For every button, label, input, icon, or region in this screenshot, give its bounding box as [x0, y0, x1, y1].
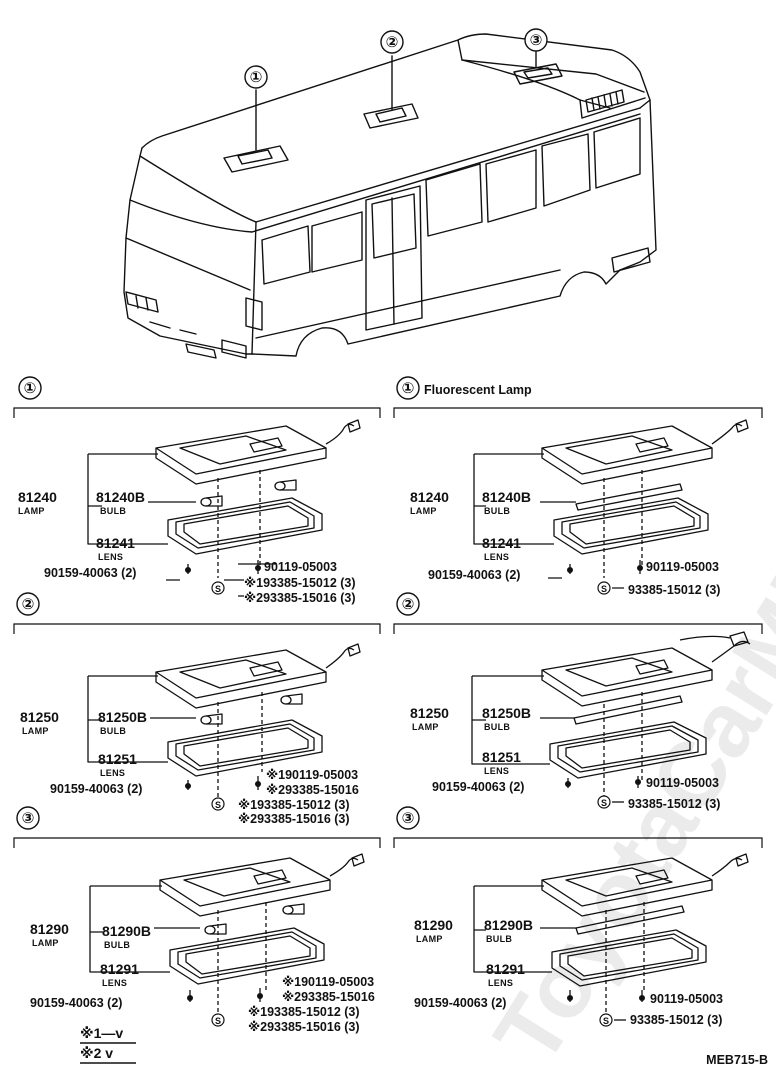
bulb-label: BULB [100, 506, 126, 516]
svg-text:③: ③ [530, 32, 543, 49]
lamp-label: LAMP [416, 934, 443, 944]
panel-number: ② [402, 596, 415, 613]
lamp-number: 81290 [30, 921, 69, 937]
bulb-number: 81240B [96, 489, 145, 505]
svg-text:S: S [601, 798, 607, 808]
lamp-label: LAMP [32, 938, 59, 948]
legend-line-2: ※2 v [80, 1045, 113, 1061]
panel-lamp-3-fluorescent: ③ S 81290 LAMP 81290B BULB 81291 LENS 90… [393, 806, 763, 1027]
part-number-4: ※293385-15016 (3) [248, 1020, 360, 1034]
bulb-number: 81250B [98, 709, 147, 725]
part-number-2: 93385-15012 (3) [628, 797, 720, 811]
panel-title: Fluorescent Lamp [424, 383, 532, 397]
panel-number: ③ [22, 810, 35, 827]
bulb-label: BULB [484, 722, 510, 732]
part-number-1: 90119-05003 [650, 992, 723, 1006]
svg-text:S: S [215, 1016, 221, 1026]
lens-number: 81291 [100, 961, 139, 977]
screw-number: 90159-40063 (2) [44, 566, 136, 580]
svg-text:②: ② [386, 34, 399, 51]
lamp-number: 81240 [410, 489, 449, 505]
part-number-2: ※193385-15012 (3) [244, 576, 356, 590]
lens-number: 81241 [482, 535, 521, 551]
part-number-3: ※193385-15012 (3) [238, 798, 350, 812]
bulb-label: BULB [484, 506, 510, 516]
panel-number: ② [22, 596, 35, 613]
part-number-3: ※193385-15012 (3) [248, 1005, 360, 1019]
bulb-number: 81240B [482, 489, 531, 505]
lamp-label: LAMP [18, 506, 45, 516]
lamp-number: 81250 [410, 705, 449, 721]
lens-label: LENS [484, 552, 509, 562]
panel-number: ① [24, 380, 37, 397]
bulb-number: 81290B [484, 917, 533, 933]
panel-lamp-3: ③ S 81290 LAMP 81290B BULB 81291 LENS 90… [13, 806, 381, 1034]
lamp-number: 81290 [414, 917, 453, 933]
screw-number: 90159-40063 (2) [432, 780, 524, 794]
lens-label: LENS [102, 978, 127, 988]
part-number-1: 90119-05003 [646, 560, 719, 574]
svg-text:①: ① [250, 69, 263, 86]
lens-number: 81291 [486, 961, 525, 977]
lens-label: LENS [484, 766, 509, 776]
part-number-2: ※293385-15016 [282, 990, 375, 1004]
bus-illustration [123, 33, 657, 359]
part-number-2: ※293385-15016 [266, 783, 359, 797]
bus-callout-1: ① [244, 65, 268, 89]
screw-number: 90159-40063 (2) [50, 782, 142, 796]
part-number-2: 93385-15012 (3) [628, 583, 720, 597]
lens-label: LENS [488, 978, 513, 988]
part-number-1: ※190119-05003 [266, 768, 358, 782]
lamp-label: LAMP [412, 722, 439, 732]
legend-line-1: ※1―v [80, 1025, 123, 1041]
bulb-number: 81290B [102, 923, 151, 939]
lens-number: 81251 [98, 751, 137, 767]
lamp-number: 81250 [20, 709, 59, 725]
part-number-1: ※190119-05003 [282, 975, 374, 989]
bulb-label: BULB [104, 940, 130, 950]
screw-number: 90159-40063 (2) [414, 996, 506, 1010]
svg-text:S: S [601, 584, 607, 594]
svg-text:S: S [603, 1016, 609, 1026]
lens-number: 81251 [482, 749, 521, 765]
bus-callout-2: ② [380, 30, 404, 54]
lens-label: LENS [98, 552, 123, 562]
panel-lamp-2-fluorescent: ② S 81250 LAMP 81250B BULB 81251 LENS 90… [393, 592, 763, 811]
panel-number: ③ [402, 810, 415, 827]
lens-label: LENS [100, 768, 125, 778]
panel-lamp-1: ① S 81240 LAMP 81240B BULB 81241 LENS 90… [13, 376, 381, 605]
lamp-label: LAMP [22, 726, 49, 736]
lens-number: 81241 [96, 535, 135, 551]
part-number-3: ※293385-15016 (3) [244, 591, 356, 605]
panel-lamp-2: ② S 81250 LAMP 81250B BULB 81251 LENS 90… [13, 592, 381, 826]
lamp-number: 81240 [18, 489, 57, 505]
bulb-number: 81250B [482, 705, 531, 721]
part-number-1: 90119-05003 [646, 776, 719, 790]
bus-callout-3: ③ [524, 28, 548, 52]
svg-text:S: S [215, 584, 221, 594]
part-number-4: ※293385-15016 (3) [238, 812, 350, 826]
panel-number: ① [402, 380, 415, 397]
svg-text:S: S [215, 800, 221, 810]
part-number-2: 93385-15012 (3) [630, 1013, 722, 1027]
bulb-label: BULB [100, 726, 126, 736]
screw-number: 90159-40063 (2) [428, 568, 520, 582]
bulb-label: BULB [486, 934, 512, 944]
diagram-code: MEB715-B [706, 1053, 768, 1067]
lamp-label: LAMP [410, 506, 437, 516]
screw-number: 90159-40063 (2) [30, 996, 122, 1010]
panel-lamp-1-fluorescent: ① Fluorescent Lamp S 81240 LAMP 81240B B… [393, 376, 763, 597]
part-number-1: 90119-05003 [264, 560, 337, 574]
